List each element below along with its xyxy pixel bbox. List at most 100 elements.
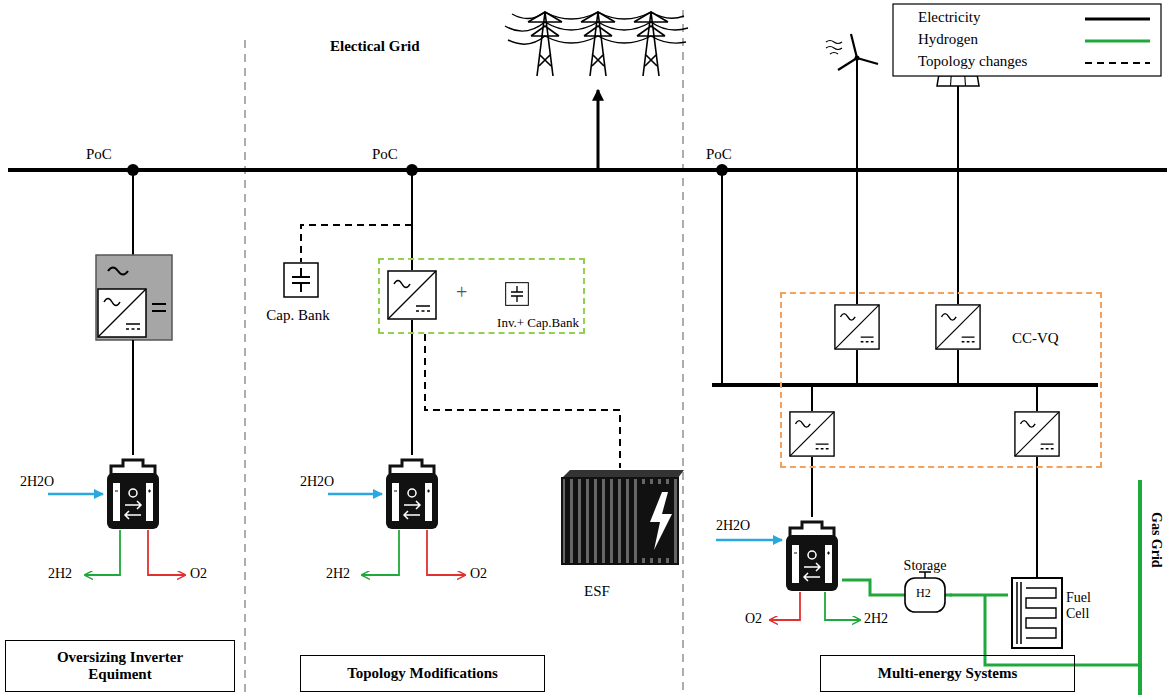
drawing-part	[411, 170, 413, 270]
hydrogen-label: 2H2	[326, 566, 350, 582]
drawing-part	[328, 493, 382, 496]
drawing-part	[842, 580, 905, 595]
category-box: Multi-energy Systems	[820, 655, 1075, 692]
drawing-part	[770, 592, 800, 620]
drawing-part	[642, 484, 674, 558]
drawing-part	[650, 492, 672, 550]
drawing-part	[716, 539, 782, 542]
legend-swatch	[1085, 18, 1150, 21]
drawing-part	[148, 530, 185, 575]
drawing-part	[562, 470, 684, 478]
drawing-part	[855, 56, 860, 61]
poc-label: PoC	[372, 146, 398, 163]
node-label: Fuel Cell	[1066, 590, 1104, 622]
drawing-part	[388, 271, 436, 319]
drawing-part	[427, 530, 465, 575]
oxygen-label: O2	[470, 566, 487, 582]
drawing-part	[505, 22, 688, 31]
drawing-part	[790, 412, 834, 456]
drawing-part	[856, 100, 858, 304]
drawing-part	[811, 457, 813, 517]
drawing-part	[1138, 480, 1142, 695]
drawing-part	[826, 41, 842, 55]
drawing-part	[856, 58, 858, 100]
grid-pylons	[505, 12, 688, 76]
drawing-part	[411, 320, 413, 455]
node-label: Multi-energy Systems	[878, 665, 1018, 682]
tank-label: H2	[916, 587, 931, 601]
drawing-part	[856, 350, 858, 385]
drawing-part	[1036, 385, 1038, 411]
drawing-part	[386, 460, 438, 529]
drawing-part	[1015, 412, 1059, 456]
poc-label: PoC	[86, 146, 112, 163]
hydrogen-label: 2H2	[48, 566, 72, 582]
drawing-part	[562, 478, 678, 564]
drawing-part	[786, 522, 838, 591]
drawing-part	[1017, 582, 1021, 644]
storage-facility: ESF	[556, 468, 684, 600]
inverter-cap-group: Inv.+ Cap.Bank	[378, 258, 585, 334]
drawing-part	[811, 385, 813, 411]
drawing-part	[96, 255, 172, 340]
panel-divider	[682, 10, 683, 695]
drawing-part	[835, 305, 879, 349]
drawing-part	[362, 530, 399, 575]
legend-text: Electricity	[918, 9, 980, 26]
poc-label: PoC	[706, 146, 732, 163]
drawing-part	[1026, 588, 1056, 638]
drawing-part	[152, 304, 166, 311]
grid-arrow	[597, 90, 600, 168]
drawing-part	[936, 305, 980, 349]
drawing-part	[957, 350, 959, 385]
oxygen-label: O2	[745, 611, 762, 627]
node-label: ESF	[584, 583, 610, 600]
drawing-part	[98, 289, 146, 337]
drawing-part	[1012, 578, 1062, 648]
drawing-part	[85, 530, 120, 575]
legend-text: Hydrogen	[918, 31, 978, 48]
connector	[425, 334, 620, 468]
drawing-part	[905, 578, 945, 612]
legend-swatch	[1085, 62, 1150, 64]
water-label: 2H2O	[300, 474, 334, 490]
drawing-part	[712, 383, 1098, 387]
drawing-part	[1036, 457, 1038, 578]
oxygen-label: O2	[190, 566, 207, 582]
node-label: Storage	[900, 558, 950, 574]
hydrogen-storage: Storage	[900, 558, 950, 614]
drawing-part	[957, 86, 959, 304]
main-bus	[8, 168, 1167, 172]
category-box: Oversizing Inverter Equiment	[5, 640, 235, 692]
plus-sign: +	[456, 281, 467, 304]
water-label: 2H2O	[20, 474, 54, 490]
fuel-cell: Fuel Cell	[1008, 576, 1106, 650]
node-label: Oversizing Inverter Equiment	[50, 649, 190, 684]
drawing-part	[301, 225, 412, 262]
panel-divider	[244, 40, 245, 695]
panel-topology	[284, 170, 684, 575]
grid-title: Electical Grid	[330, 38, 420, 55]
drawing-part	[132, 340, 134, 455]
hydrogen-label: 2H2	[864, 611, 888, 627]
gas-grid-label: Gas Grid	[1148, 512, 1164, 568]
drawing-part	[512, 12, 684, 19]
panel-oversizing	[48, 170, 185, 575]
water-label: 2H2O	[716, 518, 750, 534]
drawing-part	[825, 592, 860, 620]
connector	[950, 594, 1008, 597]
drawing-part	[48, 493, 103, 496]
drawing-part	[721, 170, 723, 385]
drawing-part	[838, 34, 878, 70]
drawing-part	[132, 170, 134, 255]
cap-bank: Cap. Bank	[246, 258, 350, 324]
legend-box	[893, 4, 1161, 76]
drawing-part	[506, 283, 529, 306]
node-label: CC-VQ	[1012, 330, 1059, 347]
node-label: Inv.+ Cap.Bank	[497, 316, 579, 331]
control-group: CC-VQ	[780, 292, 1102, 468]
drawing-part	[508, 36, 686, 44]
